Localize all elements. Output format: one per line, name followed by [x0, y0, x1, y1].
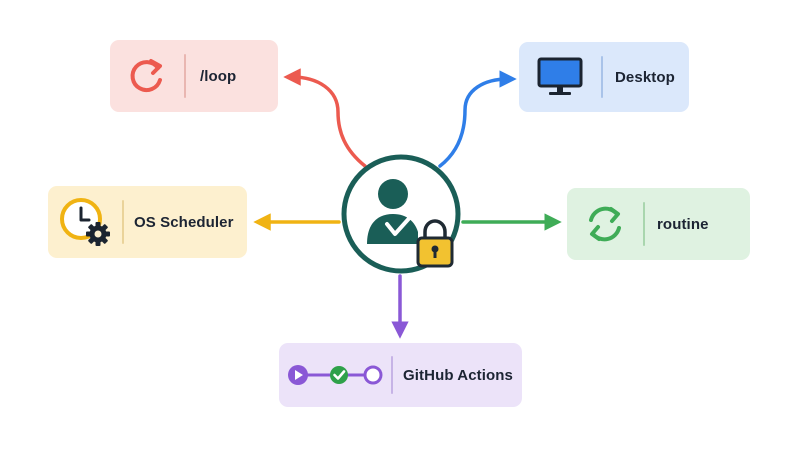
pending-step-icon — [363, 365, 383, 385]
node-github-actions[interactable]: GitHub Actions — [279, 343, 522, 407]
node-label-loop: /loop — [200, 67, 237, 85]
card-divider — [184, 54, 186, 98]
arrow-to-desktop — [438, 70, 517, 168]
node-label-routine: routine — [657, 215, 709, 233]
node-desktop[interactable]: Desktop — [519, 42, 689, 112]
refresh-icon — [130, 59, 162, 93]
sync-icon — [589, 206, 621, 242]
hub-node — [341, 154, 461, 274]
pipeline-icon — [288, 365, 383, 385]
node-label-os-scheduler: OS Scheduler — [134, 213, 234, 231]
card-divider — [122, 200, 124, 244]
node-label-github-actions: GitHub Actions — [403, 366, 514, 384]
card-divider — [643, 202, 645, 246]
card-divider — [601, 56, 603, 98]
check-icon — [330, 366, 348, 384]
monitor-icon — [537, 57, 583, 95]
user-icon — [367, 179, 418, 244]
clock-gear-icon — [60, 198, 110, 246]
node-os-scheduler[interactable]: OS Scheduler — [48, 186, 247, 258]
node-loop[interactable]: /loop — [110, 40, 278, 112]
card-divider — [391, 355, 393, 395]
node-routine[interactable]: routine — [567, 188, 750, 260]
node-label-desktop: Desktop — [615, 68, 675, 86]
lock-icon — [416, 219, 454, 268]
arrow-to-loop — [283, 68, 367, 168]
gear-icon — [86, 222, 110, 246]
play-icon — [288, 365, 308, 385]
